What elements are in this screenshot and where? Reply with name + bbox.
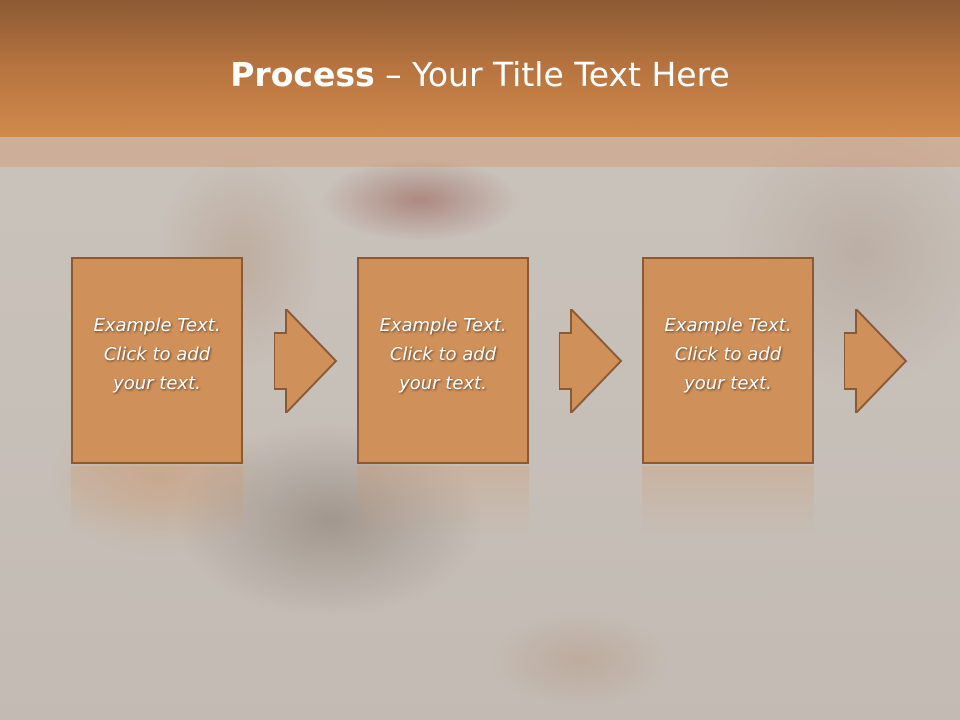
step-2-box[interactable]: Example Text. Click to add your text.	[357, 257, 529, 464]
step-2-text: Example Text. Click to add your text.	[379, 315, 507, 394]
title-bar	[0, 0, 960, 137]
step-1-arrow-icon	[274, 309, 338, 413]
slide-title[interactable]: Process – Your Title Text Here	[0, 52, 960, 98]
title-rest: – Your Title Text Here	[374, 55, 730, 94]
title-bold: Process	[230, 55, 375, 94]
step-1-text: Example Text. Click to add your text.	[93, 315, 221, 394]
step-3-box[interactable]: Example Text. Click to add your text.	[642, 257, 814, 464]
step-3-arrow-icon	[844, 309, 908, 413]
title-bar-band	[0, 137, 960, 167]
step-3-reflection	[642, 466, 814, 536]
step-2-reflection	[357, 466, 529, 536]
step-1-reflection	[71, 466, 243, 536]
step-1-box[interactable]: Example Text. Click to add your text.	[71, 257, 243, 464]
step-3-text: Example Text. Click to add your text.	[664, 315, 792, 394]
step-2-arrow-icon	[559, 309, 623, 413]
